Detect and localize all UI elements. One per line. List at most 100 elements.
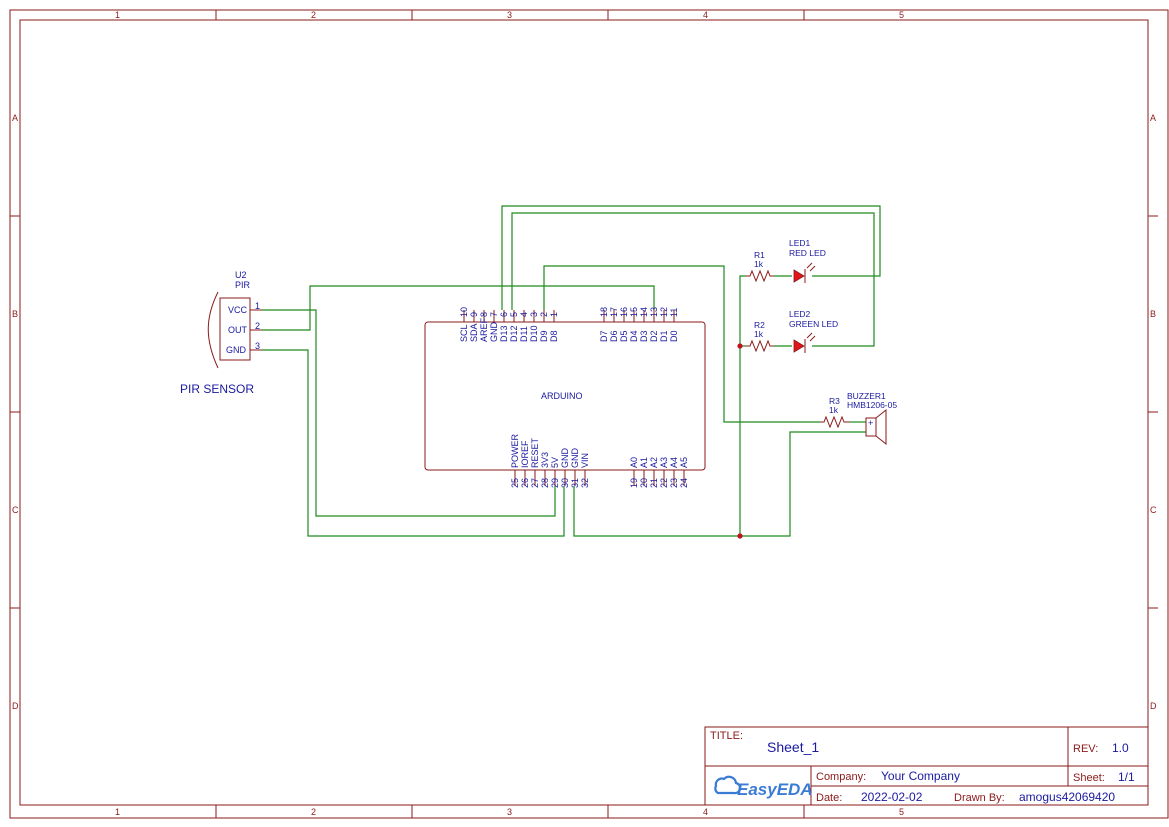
arduino-pin-number: 26 xyxy=(520,478,530,488)
r2-value: 1k xyxy=(754,329,764,339)
rev-value: 1.0 xyxy=(1112,741,1129,755)
arduino-pin-name: GND xyxy=(570,448,580,469)
sheet-value: 1/1 xyxy=(1118,770,1135,784)
arduino-pin-number: 30 xyxy=(560,478,570,488)
arduino-pin-number: 25 xyxy=(510,478,520,488)
wire-out-d2 xyxy=(262,285,655,331)
wire-bus-r1 xyxy=(739,275,746,536)
arduino-pin-name: D11 xyxy=(519,326,529,342)
arduino-pin-number: 18 xyxy=(599,307,609,317)
led-green: LED2 GREEN LED xyxy=(789,309,838,353)
pir-pin-name: OUT xyxy=(228,325,248,335)
r1-ref: R1 xyxy=(754,250,765,260)
arduino-pin-number: 4 xyxy=(519,312,529,317)
pir-pin-name: GND xyxy=(226,345,247,355)
arduino-pin-name: GND xyxy=(560,448,570,469)
arduino-pin-name: D13 xyxy=(499,325,509,342)
wire-vcc-5v xyxy=(262,309,556,517)
easyeda-logo: EasyEDA xyxy=(714,775,813,799)
buzzer: + BUZZER1 HMB1206-05 xyxy=(847,391,897,446)
arduino-pin-number: 10 xyxy=(459,307,469,317)
logo-text: EasyEDA xyxy=(737,780,813,799)
frame-row-label: D xyxy=(1150,701,1157,711)
arduino-pin-number: 13 xyxy=(649,307,659,317)
frame-column-label: 3 xyxy=(507,10,512,20)
arduino-pin-name: D9 xyxy=(539,330,549,342)
sheet-title: Sheet_1 xyxy=(767,739,819,755)
arduino-pin-number: 21 xyxy=(649,478,659,488)
arduino-pin-number: 28 xyxy=(540,478,550,488)
company-label: Company: xyxy=(816,771,866,783)
arduino-pin-name: GND xyxy=(489,322,499,343)
date-value: 2022-02-02 xyxy=(861,790,923,804)
buzzer-ref: BUZZER1 xyxy=(847,391,886,401)
pir-pin-number: 2 xyxy=(255,321,260,331)
arduino-pin-number: 24 xyxy=(679,478,689,488)
arduino-pin-number: 31 xyxy=(570,478,580,488)
arduino-pin-name: D0 xyxy=(669,330,679,342)
arduino-pin-name: 3V3 xyxy=(540,452,550,468)
arduino-pin-name: D7 xyxy=(599,330,609,342)
arduino-pin-name: D1 xyxy=(659,330,669,342)
sheet-label: Sheet: xyxy=(1073,772,1105,784)
led2-ref: LED2 xyxy=(789,309,811,319)
arduino-pin-name: D12 xyxy=(509,325,519,342)
arduino-pin-number: 1 xyxy=(549,312,559,317)
arduino-pin-number: 12 xyxy=(659,307,669,317)
arduino-pin-number: 19 xyxy=(629,478,639,488)
arduino-pin-name: SCL xyxy=(459,324,469,342)
led-red: LED1 RED LED xyxy=(789,238,826,283)
wire-d13-led1 xyxy=(501,205,881,310)
led2-value: GREEN LED xyxy=(789,319,838,329)
frame-row-label: D xyxy=(12,701,19,711)
arduino-pin-name: 5V xyxy=(550,457,560,468)
arduino-pin-number: 17 xyxy=(609,307,619,317)
rev-label: REV: xyxy=(1073,743,1098,755)
arduino-pin-number: 7 xyxy=(489,312,499,317)
frame-column-label: 2 xyxy=(311,10,316,20)
arduino-board: ARDUINO 10SCL9SDA8AREF7GND6D135D124D113D… xyxy=(424,307,706,488)
date-label: Date: xyxy=(816,792,842,804)
arduino-pin-name: D4 xyxy=(629,330,639,342)
wires xyxy=(262,205,881,539)
resistor-r2: R2 1k xyxy=(746,320,774,353)
arduino-pin-number: 27 xyxy=(530,478,540,488)
pir-pin-number: 1 xyxy=(255,301,260,311)
junction-dot xyxy=(737,343,743,349)
arduino-pin-number: 22 xyxy=(659,478,669,488)
wire-gnd-bus xyxy=(573,431,866,537)
resistor-r3: R3 1k xyxy=(820,396,850,429)
arduino-pin-number: 16 xyxy=(619,307,629,317)
arduino-pin-name: VIN xyxy=(580,453,590,468)
arduino-pin-number: 6 xyxy=(499,312,509,317)
led1-ref: LED1 xyxy=(789,238,811,248)
frame-row-label: C xyxy=(1150,505,1157,515)
resistor-r1: R1 1k xyxy=(746,250,774,283)
frame-row-label: B xyxy=(12,309,18,319)
frame-column-label: 2 xyxy=(311,807,316,817)
arduino-pin-number: 3 xyxy=(529,312,539,317)
cloud-icon xyxy=(714,775,742,795)
arduino-pin-name: D8 xyxy=(549,330,559,342)
frame-column-label: 1 xyxy=(115,807,120,817)
frame-row-label: C xyxy=(12,505,19,515)
pir-pin-name: VCC xyxy=(228,305,248,315)
arduino-pin-name: A3 xyxy=(659,457,669,468)
wire-d9-r3 xyxy=(543,265,820,423)
arduino-pin-number: 32 xyxy=(580,478,590,488)
arduino-pin-number: 20 xyxy=(639,478,649,488)
pir-caption: PIR SENSOR xyxy=(180,382,254,396)
title-label: TITLE: xyxy=(710,730,743,742)
arduino-pin-name: A1 xyxy=(639,457,649,468)
arduino-name: ARDUINO xyxy=(541,391,583,401)
junction-dot xyxy=(737,533,743,539)
pir-name: PIR xyxy=(235,280,251,290)
company-value: Your Company xyxy=(881,769,960,783)
arduino-pin-name: AREF xyxy=(479,317,489,342)
arduino-pin-number: 29 xyxy=(550,478,560,488)
pir-pin-number: 3 xyxy=(255,341,260,351)
frame-column-label: 1 xyxy=(115,10,120,20)
r2-ref: R2 xyxy=(754,320,765,330)
